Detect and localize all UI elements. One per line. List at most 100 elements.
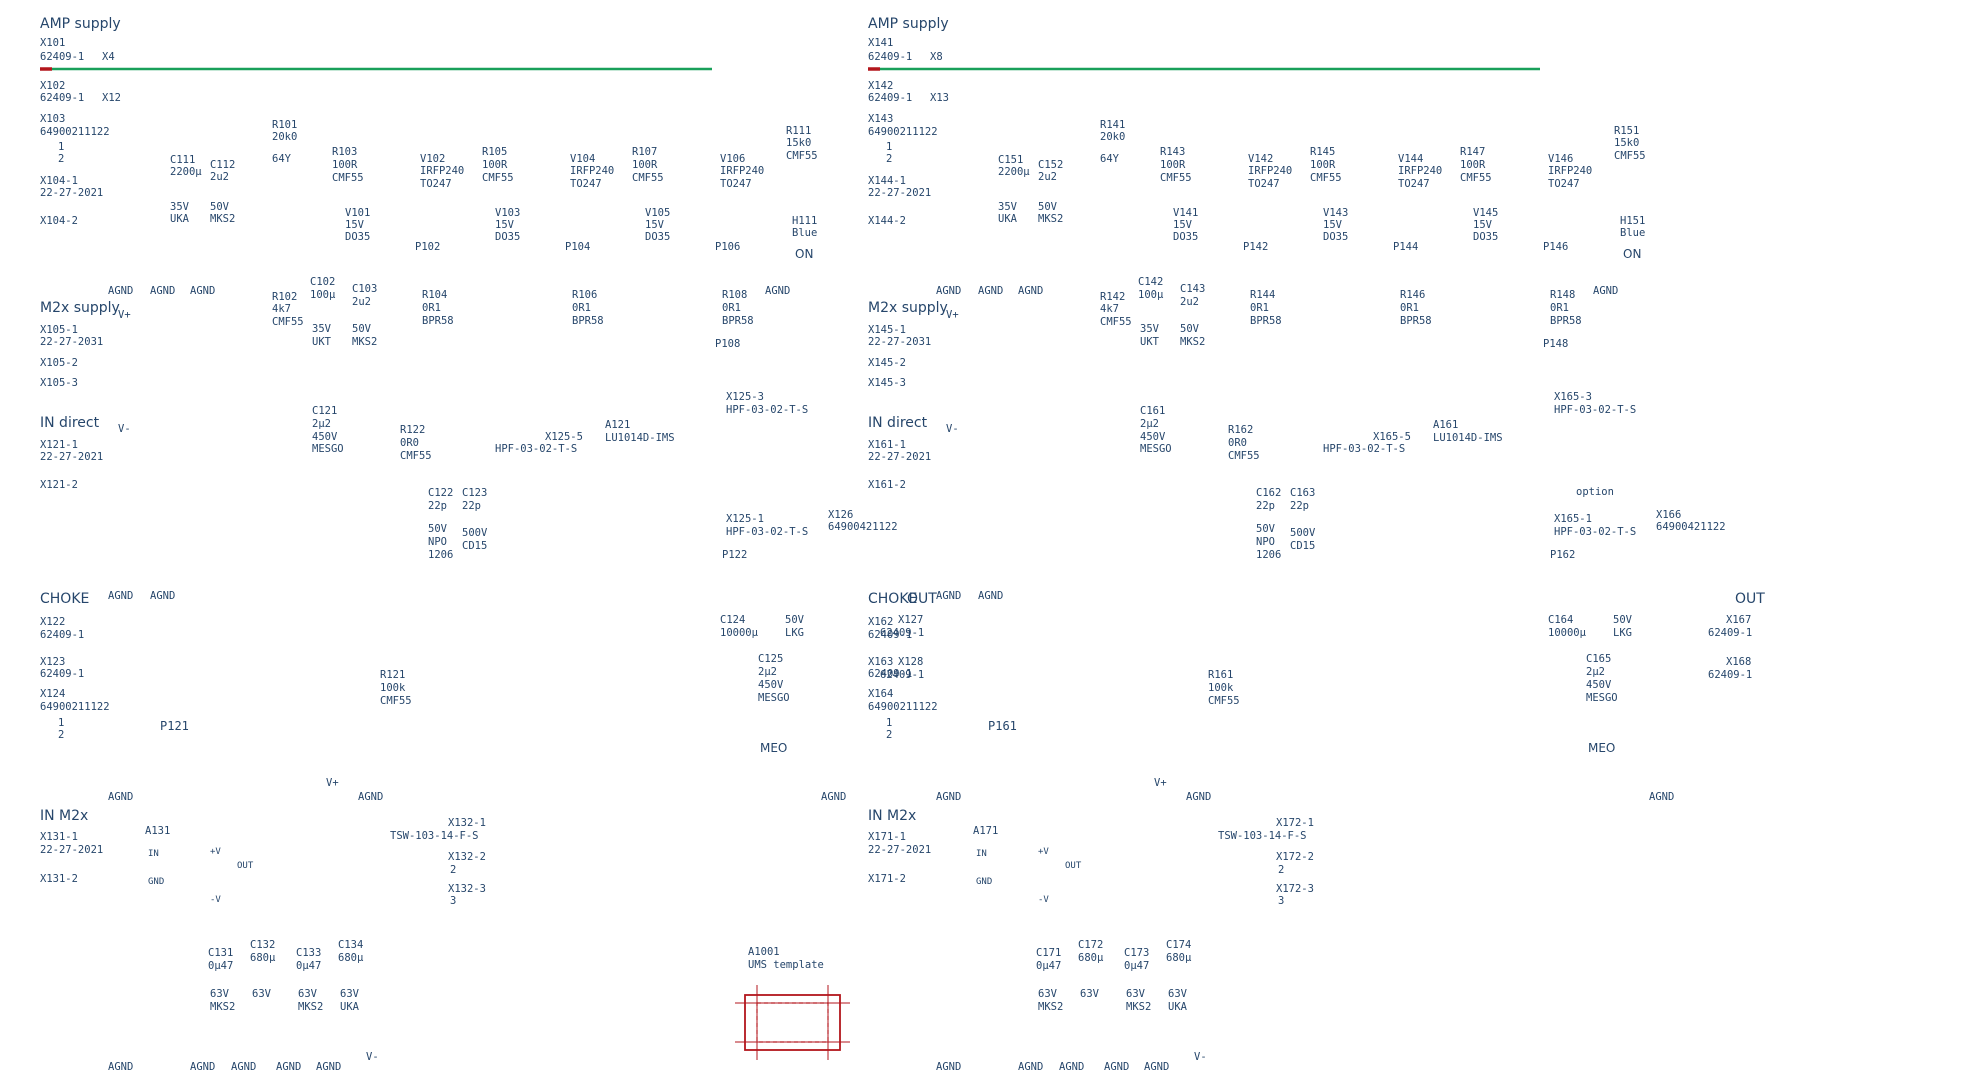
label-c131v: 0µ47	[1036, 960, 1061, 972]
label-v106: V146	[1548, 153, 1573, 165]
label-r102: R102	[272, 291, 297, 303]
label-r121v: 100k	[380, 682, 406, 694]
label-v105: V145	[1473, 207, 1498, 219]
label-c103v: 2u2	[352, 296, 371, 308]
label-v101: V101	[345, 207, 370, 219]
label-pin: 1	[58, 141, 64, 153]
label-r121: R161	[1208, 669, 1233, 681]
label-part: 22-27-2021	[40, 187, 103, 199]
label-c102b: UKT	[312, 336, 332, 348]
agnd-label: AGND	[765, 285, 790, 297]
label-v104-type: IRFP240	[1398, 165, 1442, 177]
label-meo: MEO	[760, 741, 787, 755]
label-a1001: A1001	[748, 946, 780, 958]
label-c131a: 63V	[1038, 988, 1058, 1000]
agnd-labels: AGND AGND AGND AGND AGND AGND AGND AGND …	[936, 285, 1674, 1073]
label-x125-5p: HPF-03-02-T-S	[495, 443, 577, 455]
label-r103t: CMF55	[332, 172, 364, 184]
label-v106-pkg: TO247	[720, 178, 752, 190]
label-p108: P108	[715, 338, 740, 350]
label-c102a: 35V	[312, 323, 332, 335]
label-pin1: 1	[886, 717, 892, 729]
label-c121b: MESGO	[1140, 443, 1172, 455]
label-v101v: 15V	[345, 219, 365, 231]
label-pv: +V	[1038, 847, 1049, 857]
label-v103: V103	[495, 207, 520, 219]
label-x127p: 62409-1	[880, 627, 924, 639]
label-x128p: 62409-1	[880, 669, 924, 681]
label-c123: C123	[462, 487, 487, 499]
label-c125b: MESGO	[1586, 692, 1618, 704]
label-x125-3: X165-3	[1554, 391, 1592, 403]
label-p108: P148	[1543, 338, 1568, 350]
label-c124v: 10000µ	[720, 627, 759, 639]
section-m2x-supply: M2x supply	[40, 300, 120, 316]
label-r104v: 0R1	[1250, 302, 1269, 314]
label-r106v: 0R1	[572, 302, 591, 314]
label-c111a: 35V	[170, 201, 190, 213]
label-v106-type: IRFP240	[1548, 165, 1592, 177]
label-v102: V102	[420, 153, 445, 165]
label-c132v: 680µ	[250, 952, 276, 964]
label-connector: X13	[930, 92, 949, 104]
label-connector: X141	[868, 37, 893, 49]
label-x125-1: X125-1	[726, 513, 764, 525]
label-part: 62409-1	[868, 51, 912, 63]
label-c131b: MKS2	[1038, 1001, 1063, 1013]
label-vminus2: V-	[366, 1051, 379, 1063]
agnd-label: AGND	[108, 1061, 133, 1073]
label-c125a: 450V	[1586, 679, 1612, 691]
label-r103v: 100R	[332, 159, 358, 171]
agnd-label: AGND	[1186, 791, 1211, 803]
label-r121: R121	[380, 669, 405, 681]
label-v105p: DO35	[645, 231, 670, 243]
label-p121: P121	[160, 719, 189, 733]
label-part: 62409-1	[40, 92, 84, 104]
label-r106v: 0R1	[1400, 302, 1419, 314]
label-x123p: 62409-1	[868, 668, 912, 680]
label-r101v: 20k0	[272, 131, 297, 143]
label-r122: R122	[400, 424, 425, 436]
label-c112b: MKS2	[1038, 213, 1063, 225]
section-in-m2x: IN M2x	[40, 808, 88, 824]
label-r111t: CMF55	[1614, 150, 1646, 162]
label-c124v: 10000µ	[1548, 627, 1587, 639]
label-x131p: 22-27-2021	[40, 844, 103, 856]
label-pv: +V	[210, 847, 221, 857]
label-x121p: 22-27-2021	[40, 451, 103, 463]
section-in-direct: IN direct	[868, 415, 928, 431]
label-c103: C103	[352, 283, 377, 295]
label-x125-5p: HPF-03-02-T-S	[1323, 443, 1405, 455]
label-r101v: 20k0	[1100, 131, 1125, 143]
label-connector: X102	[40, 80, 65, 92]
label-c134v: 680µ	[1166, 952, 1192, 964]
label-x128: X168	[1726, 656, 1751, 668]
label-c111: C111	[170, 154, 195, 166]
label-r106: R106	[572, 289, 597, 301]
label-c111v: 2200µ	[170, 166, 202, 178]
label-r101: R101	[272, 119, 297, 131]
label-c102: C102	[310, 276, 335, 288]
label-v103v: 15V	[495, 219, 515, 231]
label-x121-1: X121-1	[40, 439, 78, 451]
section-out: OUT	[907, 591, 937, 607]
label-x125-3p: HPF-03-02-T-S	[1554, 404, 1636, 416]
label-r107t: CMF55	[632, 172, 664, 184]
label-c121v: 2µ2	[1140, 418, 1159, 430]
labels: X141 62409-1 X8 X142 62409-1 X13 X143 64…	[868, 37, 1752, 1063]
label-r108t: BPR58	[1550, 315, 1582, 327]
agnd-label: AGND	[821, 791, 846, 803]
label-r104: R144	[1250, 289, 1275, 301]
label-x105-1: X105-1	[40, 324, 78, 336]
label-pin2: 2	[58, 729, 64, 741]
label-option: option	[1576, 486, 1614, 498]
label-v105p: DO35	[1473, 231, 1498, 243]
agnd-label: AGND	[936, 590, 961, 602]
label-connector: X142	[868, 80, 893, 92]
label-out: OUT	[237, 861, 254, 871]
section-amp-supply: AMP supply	[868, 16, 949, 32]
agnd-label: AGND	[276, 1061, 301, 1073]
label-c111b: UKA	[998, 213, 1018, 225]
label-r107: R107	[632, 146, 657, 158]
label-r107t: CMF55	[1460, 172, 1492, 184]
